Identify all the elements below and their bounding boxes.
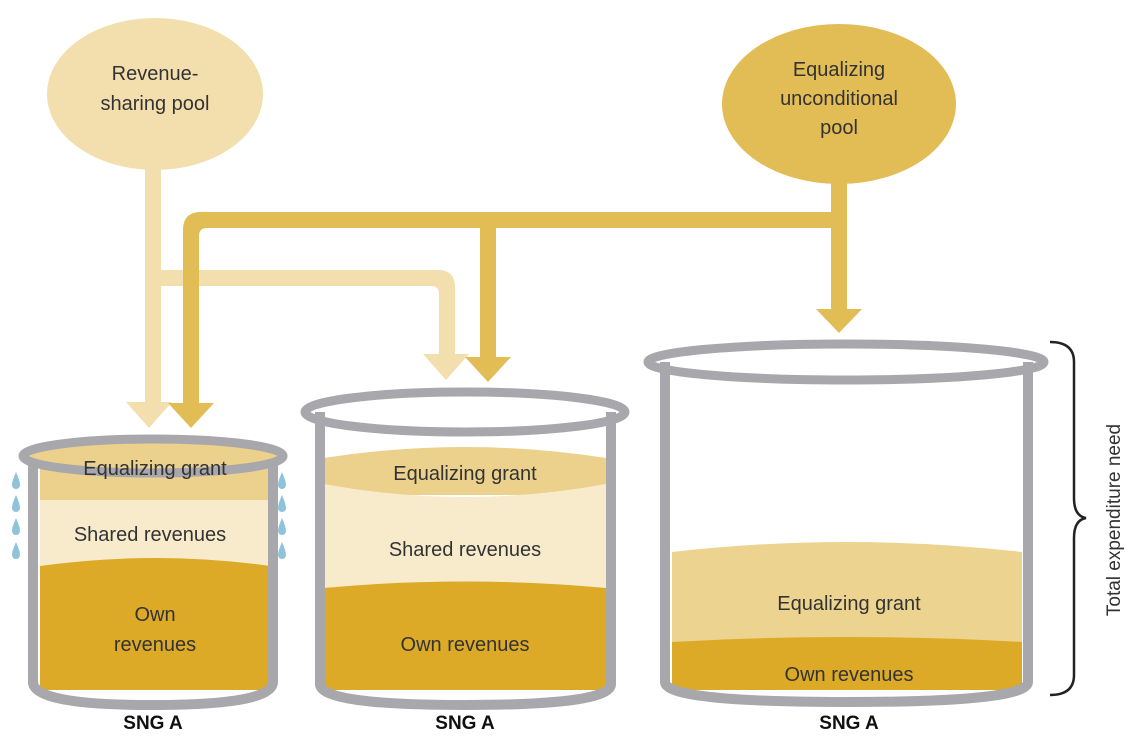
container-sng-a-3: Equalizing grant Own revenues bbox=[643, 339, 1049, 708]
container-3-grant-label: Equalizing grant bbox=[777, 593, 921, 615]
drop-icon bbox=[12, 518, 20, 535]
container-2-grant-label: Equalizing grant bbox=[393, 463, 537, 485]
container-3-own-label: Own revenues bbox=[785, 664, 914, 686]
equalizing-unconditional-pool bbox=[722, 24, 956, 184]
drop-icon bbox=[12, 542, 20, 559]
container-1-own-label-2: revenues bbox=[114, 634, 196, 656]
total-need-brace bbox=[1049, 340, 1087, 697]
revenue-sharing-pool-label-1: Revenue- bbox=[112, 63, 199, 85]
container-1-shared-label: Shared revenues bbox=[74, 524, 226, 546]
container-sng-a-2: Equalizing grant Shared revenues Own rev… bbox=[300, 387, 630, 711]
equalizing-pool-label-3: pool bbox=[820, 117, 858, 139]
total-expenditure-need-label: Total expenditure need bbox=[1104, 424, 1125, 616]
container-1-label: SNG A bbox=[123, 713, 183, 734]
container-2-label: SNG A bbox=[435, 713, 495, 734]
drop-icon bbox=[278, 472, 286, 489]
container-sng-a-1: Equalizing grant Shared revenues Own rev… bbox=[18, 434, 288, 711]
container-3-label: SNG A bbox=[819, 713, 879, 734]
equalizing-flow bbox=[168, 180, 862, 428]
drop-icon bbox=[12, 472, 20, 489]
revenue-sharing-pool-label-2: sharing pool bbox=[101, 93, 210, 115]
drop-icon bbox=[278, 495, 286, 512]
equalizing-pool-label-2: unconditional bbox=[780, 88, 898, 110]
overflow-drops bbox=[12, 472, 286, 559]
container-1-own-label-1: Own bbox=[134, 604, 175, 626]
drop-icon bbox=[12, 495, 20, 512]
container-2-shared-label: Shared revenues bbox=[389, 539, 541, 561]
drop-icon bbox=[278, 518, 286, 535]
container-1-grant-label: Equalizing grant bbox=[83, 458, 227, 480]
container-2-own-label: Own revenues bbox=[401, 634, 530, 656]
revenue-sharing-pool bbox=[47, 18, 263, 170]
drop-icon bbox=[278, 542, 286, 559]
equalizing-pool-label-1: Equalizing bbox=[793, 59, 885, 81]
